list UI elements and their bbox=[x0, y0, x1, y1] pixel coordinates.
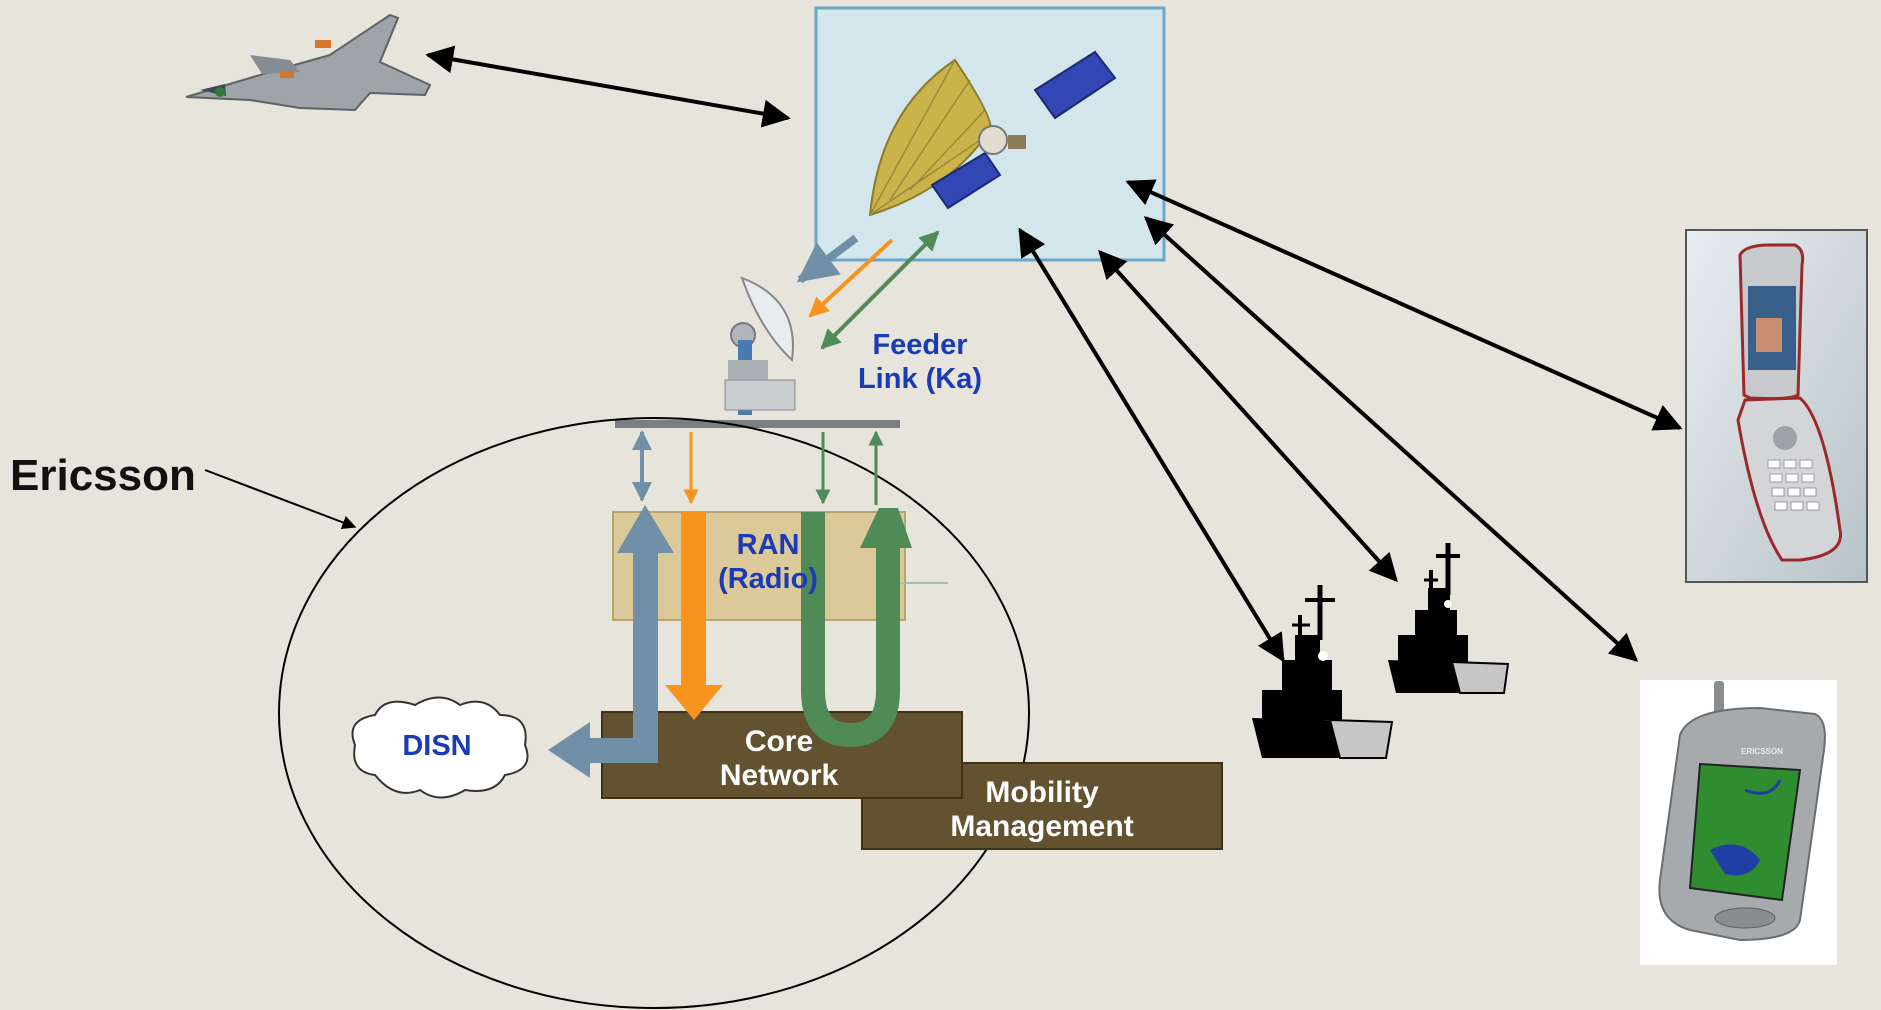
flip-phone-link-arrow bbox=[1125, 179, 1683, 431]
feeder-line: Link (Ka) bbox=[858, 363, 982, 395]
flip-phone-icon bbox=[1685, 229, 1868, 583]
ericsson-label: Ericsson bbox=[10, 451, 196, 500]
core-line: Network bbox=[720, 759, 839, 792]
jet-link-arrow bbox=[425, 45, 791, 128]
ran-line: (Radio) bbox=[718, 563, 818, 595]
mobility-line: Mobility bbox=[985, 776, 1099, 809]
satellite-icon bbox=[868, 50, 1117, 217]
ship-1-link-arrow bbox=[1018, 227, 1285, 663]
feeder-arrow-green bbox=[820, 230, 940, 350]
brand-line: ERICSSON bbox=[1741, 747, 1783, 756]
orange-flow-arrow bbox=[665, 512, 723, 720]
pda-phone-link-arrow bbox=[1143, 216, 1639, 662]
green-u-arrow bbox=[801, 508, 912, 748]
phone-brand-label: ERICSSON bbox=[1741, 747, 1783, 756]
core-line: Core bbox=[745, 725, 813, 758]
ran-label: RAN(Radio) bbox=[718, 529, 818, 595]
cloud-icon bbox=[351, 696, 529, 799]
ran-line: RAN bbox=[737, 529, 800, 561]
ericsson-pointer-arrow bbox=[204, 469, 357, 530]
ran-box bbox=[612, 511, 906, 621]
ship-2-link-arrow bbox=[1098, 249, 1398, 583]
ground-station-dish-icon bbox=[615, 276, 900, 428]
warship-icon bbox=[1388, 543, 1510, 694]
disn-line: DISN bbox=[402, 730, 471, 762]
feeder-line: Feeder bbox=[872, 329, 967, 361]
ericsson-network-ellipse bbox=[278, 417, 1030, 1009]
warship-icon bbox=[1252, 585, 1394, 759]
disn-label: DISN bbox=[402, 730, 471, 762]
blue-flow-arrow bbox=[548, 505, 674, 778]
ericsson-line: Ericsson bbox=[10, 451, 196, 500]
mobility-line: Management bbox=[950, 810, 1133, 843]
pda-phone-icon bbox=[1640, 680, 1837, 965]
fighter-jet-icon bbox=[185, 13, 432, 112]
